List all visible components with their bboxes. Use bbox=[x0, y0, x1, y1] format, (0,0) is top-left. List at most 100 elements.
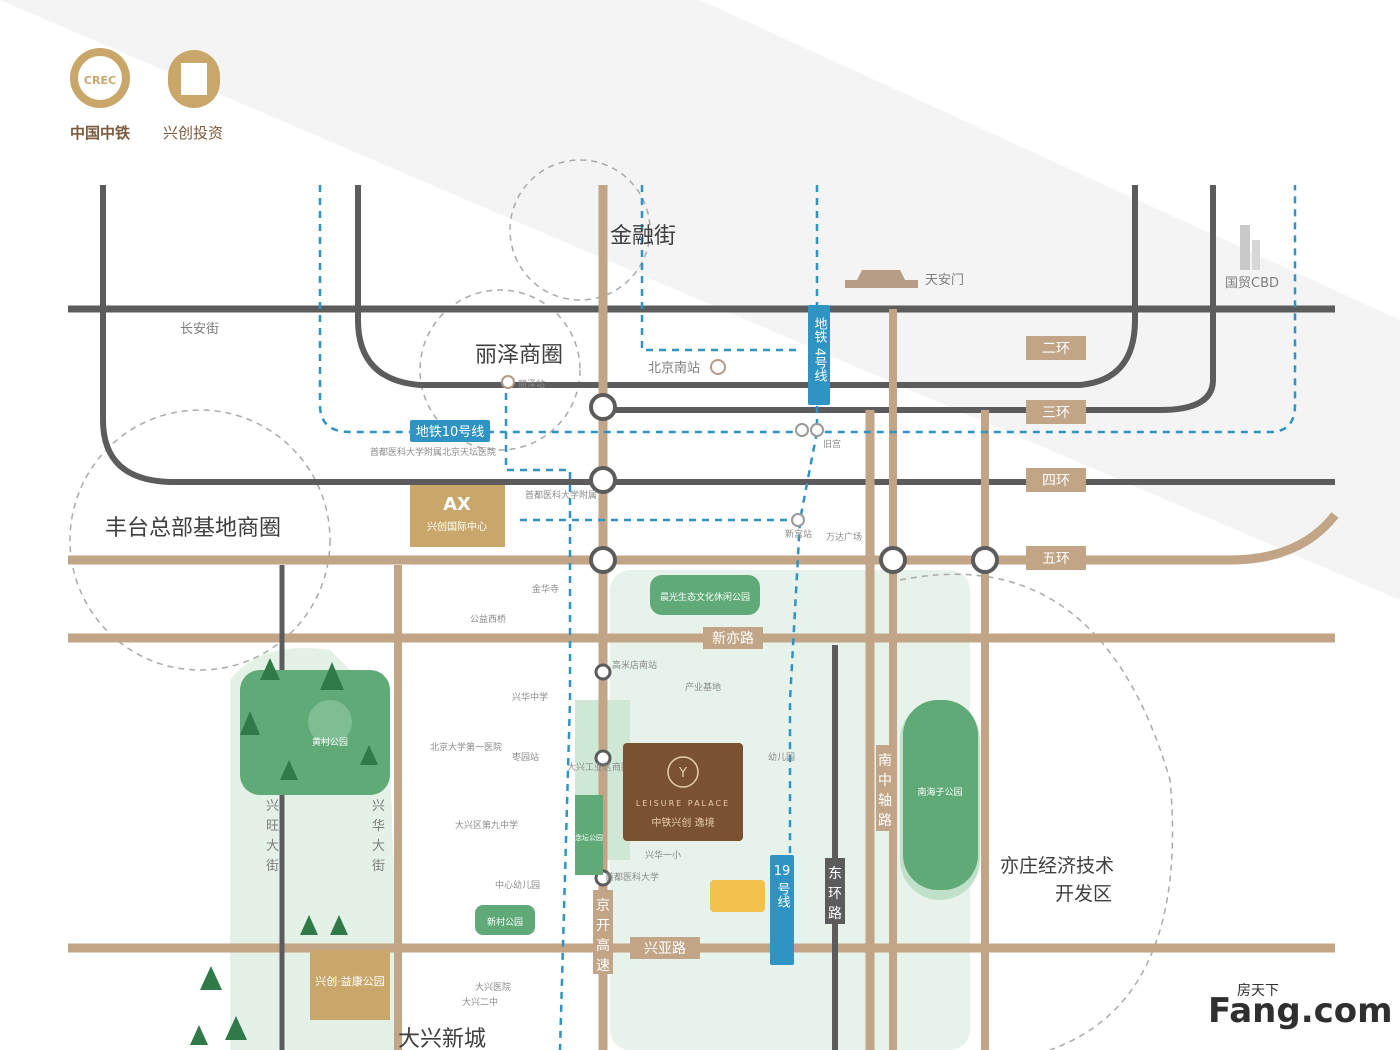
hub-label: 兴创国际中心 bbox=[427, 520, 487, 533]
lize-station-icon bbox=[501, 375, 515, 389]
area-daxing: 大兴新城 bbox=[398, 1027, 486, 1050]
poi-a8: 旧宫 bbox=[823, 438, 841, 450]
poi-a16: 中心幼儿园 bbox=[495, 879, 540, 891]
tiananmen-label: 天安门 bbox=[925, 273, 964, 288]
watermark: Fang.com 房天下 bbox=[1208, 983, 1393, 1031]
metro-line-14 bbox=[640, 185, 800, 352]
park-nanhaizi-label: 南海子公园 bbox=[917, 786, 962, 798]
beijing-south-icon bbox=[710, 359, 726, 375]
xingwang-char-4: 街 bbox=[266, 859, 279, 874]
donghuan-badge bbox=[825, 858, 845, 924]
park-huangcun: 黄村公园 bbox=[240, 670, 390, 795]
hub-logo-icon: AX bbox=[443, 494, 471, 515]
tree-icon bbox=[280, 760, 298, 780]
poi-a9: 新宫站 bbox=[785, 528, 812, 540]
park-huangcun-badge bbox=[308, 700, 352, 744]
poi-labels: 首都医科大学附属北京天坛医院 首都医科大学附属 大兴工业区商圈 产业基地 高米店… bbox=[370, 438, 862, 1008]
metro-19-label-b: 号线 bbox=[775, 882, 791, 908]
interchange-r5-far bbox=[971, 546, 999, 574]
xinghua-street-label: 兴 华 大 街 bbox=[372, 799, 385, 874]
jingkai-badge bbox=[593, 890, 613, 974]
ring-5-label: 五环 bbox=[1042, 551, 1070, 567]
park-niantan-label: 念坛公园 bbox=[575, 833, 603, 842]
nanzhou-char-2: 中 bbox=[878, 773, 892, 789]
metro-4-label-a: 地铁 bbox=[812, 317, 828, 343]
metro-line-4-south bbox=[788, 431, 819, 950]
interchanges bbox=[589, 393, 999, 887]
school-block bbox=[710, 880, 765, 912]
xingwang-char-2: 旺 bbox=[266, 819, 279, 834]
park-chenguang: 晨光生态文化休闲公园 bbox=[650, 575, 760, 615]
ring-5-badge bbox=[1026, 546, 1086, 570]
park-xingchuang-area bbox=[310, 950, 390, 1020]
poi-a2: 首都医科大学附属 bbox=[525, 489, 597, 501]
xingya-badge bbox=[630, 937, 700, 959]
poi-a12: 兴华一小 bbox=[645, 849, 681, 861]
station-zaoyuan bbox=[594, 749, 612, 767]
brand-right-name: 兴创投资 bbox=[163, 124, 223, 142]
cbd-label: 国贸CBD bbox=[1225, 276, 1279, 291]
tree-icon bbox=[260, 658, 280, 680]
jingkai-char-2: 开 bbox=[596, 918, 610, 934]
xingchuang-logo-inner bbox=[181, 63, 207, 95]
tree-icon bbox=[360, 745, 378, 765]
poi-a1: 首都医科大学附属北京天坛医院 bbox=[370, 446, 496, 458]
nanzhou-char-3: 轴 bbox=[878, 793, 892, 809]
poi-a11: 枣园站 bbox=[512, 751, 539, 763]
station-jiaomen bbox=[795, 423, 809, 437]
donghuan-char-1: 东 bbox=[828, 866, 842, 882]
interchange-r5-east bbox=[879, 546, 907, 574]
tree-icon bbox=[240, 711, 260, 735]
poi-a13: 幼儿园 bbox=[768, 751, 795, 763]
district-circle-yizhuang bbox=[899, 573, 1174, 1050]
poi-a20: 公益西桥 bbox=[470, 613, 506, 625]
metro-4-label-b: 4号线 bbox=[812, 348, 828, 383]
nanzhou-road-label: 南 中 轴 路 bbox=[876, 745, 894, 831]
area-yizhuang-1: 亦庄经济技术 bbox=[1000, 855, 1114, 877]
ring-5-road bbox=[68, 512, 1339, 565]
poi-a6: 兴华中学 bbox=[512, 691, 548, 703]
tiananmen-landmark: 天安门 bbox=[845, 270, 964, 288]
area-jinrongjie: 金融街 bbox=[610, 224, 676, 249]
area-lize: 丽泽商圈 bbox=[475, 343, 563, 368]
xinghua-char-4: 街 bbox=[372, 859, 385, 874]
ring-3-badge bbox=[1026, 400, 1086, 424]
donghuan-road-label: 东 环 路 bbox=[825, 858, 845, 924]
park-chenguang-area bbox=[650, 575, 760, 615]
nanzhou-char-4: 路 bbox=[878, 813, 892, 829]
ring-labels: 二环 三环 四环 五环 bbox=[1026, 336, 1086, 570]
project-logo-icon bbox=[667, 756, 699, 788]
park-nanhaizi: 南海子公园 bbox=[903, 700, 978, 890]
ring-4-badge bbox=[1026, 468, 1086, 492]
nanzhou-badge bbox=[876, 745, 894, 831]
ring-3-road bbox=[600, 185, 1216, 413]
metro-line-daxing bbox=[504, 380, 572, 1050]
interchange-r4 bbox=[589, 466, 617, 494]
ring-3-label: 三环 bbox=[1042, 405, 1070, 421]
park-niantan: 念坛公园 bbox=[575, 795, 603, 875]
tiananmen-icon bbox=[845, 270, 918, 288]
xingwang-street-label: 兴 旺 大 街 bbox=[266, 799, 279, 874]
poi-a15: 大兴二中 bbox=[462, 996, 498, 1008]
park-xincun: 新村公园 bbox=[475, 905, 535, 935]
tree-icons bbox=[190, 658, 378, 1045]
changanjie-label: 长安街 bbox=[180, 322, 219, 337]
xinghua-char-2: 华 bbox=[372, 819, 385, 834]
station-xingong bbox=[791, 513, 805, 527]
xingwang-char-1: 兴 bbox=[266, 799, 279, 814]
poi-a10: 大兴区第九中学 bbox=[455, 819, 518, 831]
ring-4-label: 四环 bbox=[1042, 473, 1070, 489]
cbd-building-icon-2 bbox=[1252, 240, 1260, 270]
crec-logo-text: CREC bbox=[84, 74, 116, 87]
ring-4-road bbox=[100, 185, 1335, 485]
watermark-main: Fang.com bbox=[1208, 991, 1393, 1031]
district-circle-lize bbox=[419, 289, 581, 451]
tree-icon bbox=[320, 662, 344, 690]
park-huangcun-label: 黄村公园 bbox=[312, 736, 348, 748]
tree-icon bbox=[330, 915, 348, 935]
metro-10-label: 地铁10号线 bbox=[416, 425, 485, 440]
jingkai-char-1: 京 bbox=[596, 898, 610, 914]
poi-a18: 金华寺 bbox=[532, 583, 559, 595]
bg-sweep bbox=[0, 0, 1400, 600]
hub-card: AX 兴创国际中心 bbox=[410, 485, 505, 547]
